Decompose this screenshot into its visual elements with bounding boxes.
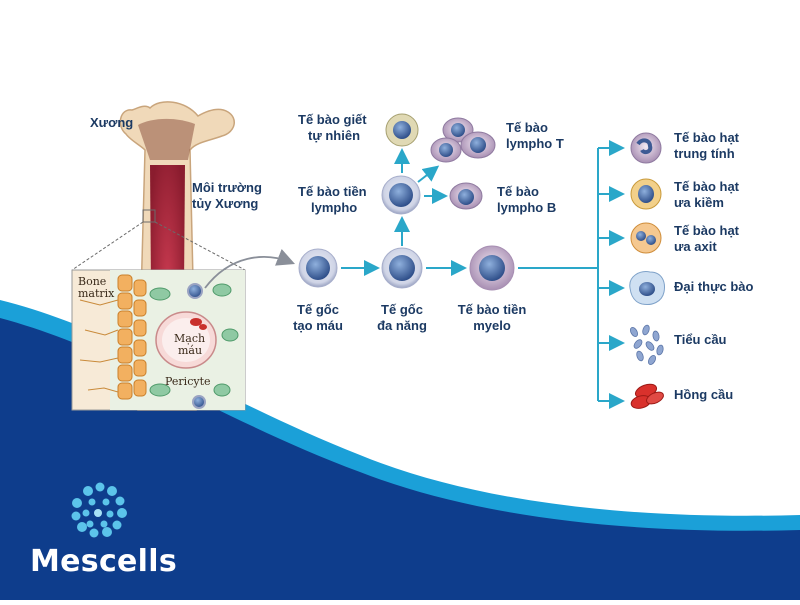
vessel-label-line1: Mạch bbox=[174, 332, 206, 345]
bone-matrix-label-line2: matrix bbox=[78, 287, 115, 300]
cell-hsc bbox=[298, 248, 338, 288]
cell-b-lympho bbox=[449, 182, 483, 210]
marrow-label-line2: tủy Xương bbox=[192, 196, 259, 211]
marrow-label-line1: Môi trường bbox=[192, 180, 262, 195]
brand-logo-icon bbox=[71, 482, 127, 538]
b-cell-label-line2: lympho B bbox=[497, 200, 557, 215]
cell-nk bbox=[385, 113, 419, 147]
cell-lymphoid-progenitor bbox=[381, 175, 421, 215]
pericyte-label: Pericyte bbox=[165, 375, 211, 388]
myeloid-label-line1: Tế bào tiền bbox=[457, 302, 527, 317]
marrow-inset bbox=[71, 269, 246, 411]
nk-label-line2: tự nhiên bbox=[308, 128, 361, 143]
cell-t-lympho bbox=[430, 117, 496, 163]
vessel-label-line2: máu bbox=[178, 344, 203, 357]
bone-matrix-label-line1: Bone bbox=[78, 275, 107, 288]
platelet-label: Tiểu cầu bbox=[674, 332, 727, 347]
neutrophil-label-line2: trung tính bbox=[674, 146, 735, 161]
neutrophil-label-line1: Tế bào hạt bbox=[674, 130, 740, 145]
cell-red-blood bbox=[630, 383, 664, 409]
cell-myeloid-progenitor bbox=[469, 245, 515, 291]
cell-macrophage bbox=[629, 271, 665, 305]
arrow-icon bbox=[204, 248, 296, 289]
lymphoid-label-line2: lympho bbox=[311, 200, 358, 215]
hsc-label-line1: Tế gốc bbox=[297, 302, 339, 317]
t-cell-label-line2: lympho T bbox=[506, 136, 564, 151]
b-cell-label-line1: Tế bào bbox=[497, 184, 539, 199]
cell-eosinophil bbox=[630, 222, 662, 254]
multipotent-label-line2: đa năng bbox=[377, 318, 427, 333]
myeloid-label-line2: myelo bbox=[473, 318, 511, 333]
eosinophil-label-line2: ưa axit bbox=[674, 239, 717, 254]
cell-neutrophil bbox=[630, 132, 662, 164]
hsc-label-line2: tạo máu bbox=[293, 318, 343, 333]
bottom-band bbox=[0, 300, 800, 600]
eosinophil-label-line1: Tế bào hạt bbox=[674, 223, 740, 238]
bone-label: Xương bbox=[90, 115, 134, 130]
nk-label-line1: Tế bào giết bbox=[298, 112, 367, 127]
t-cell-label-line1: Tế bào bbox=[506, 120, 548, 135]
cell-platelets bbox=[629, 324, 664, 365]
macrophage-label: Đại thực bào bbox=[674, 279, 754, 294]
lymphoid-label-line1: Tế bào tiền bbox=[298, 184, 367, 199]
cell-basophil bbox=[630, 178, 662, 210]
flow-arrows bbox=[341, 140, 625, 409]
cell-multipotent bbox=[381, 247, 423, 289]
multipotent-label-line1: Tế gốc bbox=[381, 302, 423, 317]
brand-name: Mescells bbox=[30, 544, 178, 579]
red-blood-cell-label: Hồng cầu bbox=[674, 387, 734, 402]
basophil-label-line2: ưa kiềm bbox=[674, 195, 724, 210]
basophil-label-line1: Tế bào hạt bbox=[674, 179, 740, 194]
